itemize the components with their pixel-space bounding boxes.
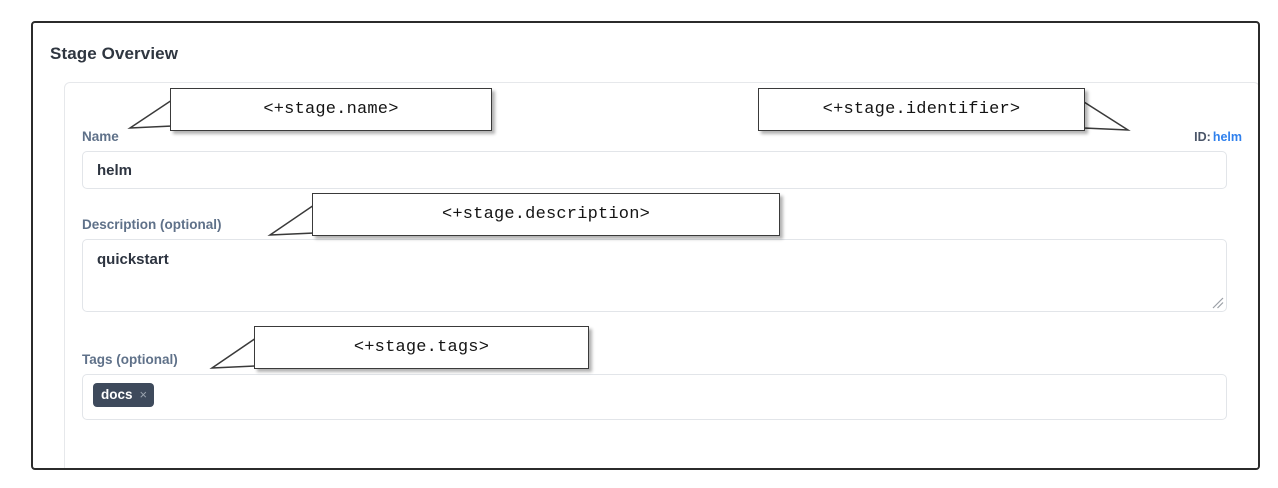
description-field-group: Description (optional): [82, 216, 1227, 312]
annotation-stage-description: <+stage.description>: [312, 193, 780, 236]
tag-chip-docs[interactable]: docs ×: [93, 383, 155, 407]
name-input[interactable]: [82, 151, 1227, 189]
annotation-stage-tags: <+stage.tags>: [254, 326, 589, 369]
stage-overview-card: ID:helm Name Description (optional) Tags…: [64, 82, 1258, 468]
name-label: Name: [82, 129, 119, 144]
tags-label: Tags (optional): [82, 352, 178, 367]
tags-field-group: Tags (optional) docs ×: [82, 351, 1227, 420]
identifier-value[interactable]: helm: [1212, 130, 1242, 144]
description-label: Description (optional): [82, 217, 222, 232]
stage-identifier: ID:helm: [1194, 129, 1242, 146]
tags-input[interactable]: docs ×: [82, 374, 1227, 420]
description-textarea-wrap: [82, 239, 1227, 312]
identifier-label: ID:: [1194, 130, 1211, 144]
annotation-stage-identifier: <+stage.identifier>: [758, 88, 1085, 131]
name-field-group: Name: [82, 128, 1227, 189]
description-textarea[interactable]: [82, 239, 1227, 312]
annotation-stage-name: <+stage.name>: [170, 88, 492, 131]
tag-chip-label: docs: [101, 387, 133, 402]
page-title: Stage Overview: [50, 44, 179, 63]
tag-remove-icon[interactable]: ×: [139, 387, 148, 402]
